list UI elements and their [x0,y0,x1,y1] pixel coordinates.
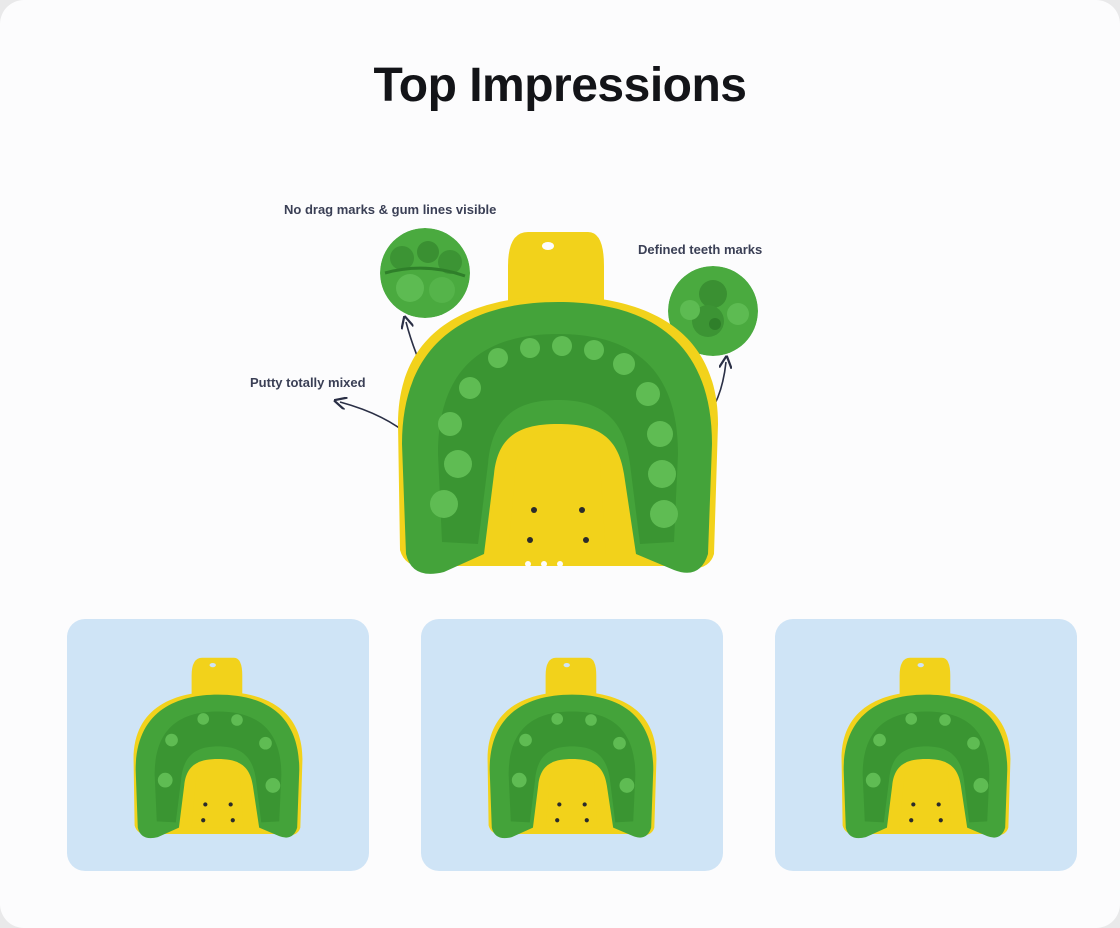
impression-tray-icon [133,657,303,839]
gum-line-closeup-icon [380,228,470,318]
page-title: Top Impressions [373,59,747,112]
thumbnail-card-3[interactable] [775,619,1077,871]
thumbnail-card-2[interactable] [421,619,723,871]
hero-impression-tray-icon [398,232,718,574]
annotation-putty-mixed: Putty totally mixed [250,375,366,390]
teeth-mark-closeup-icon [668,266,758,356]
impression-tray-icon [487,657,657,839]
annotation-gum-lines: No drag marks & gum lines visible [284,202,497,217]
annotation-teeth-marks: Defined teeth marks [638,242,763,257]
impression-tray-icon [841,657,1011,839]
thumbnail-card-1[interactable] [67,619,369,871]
